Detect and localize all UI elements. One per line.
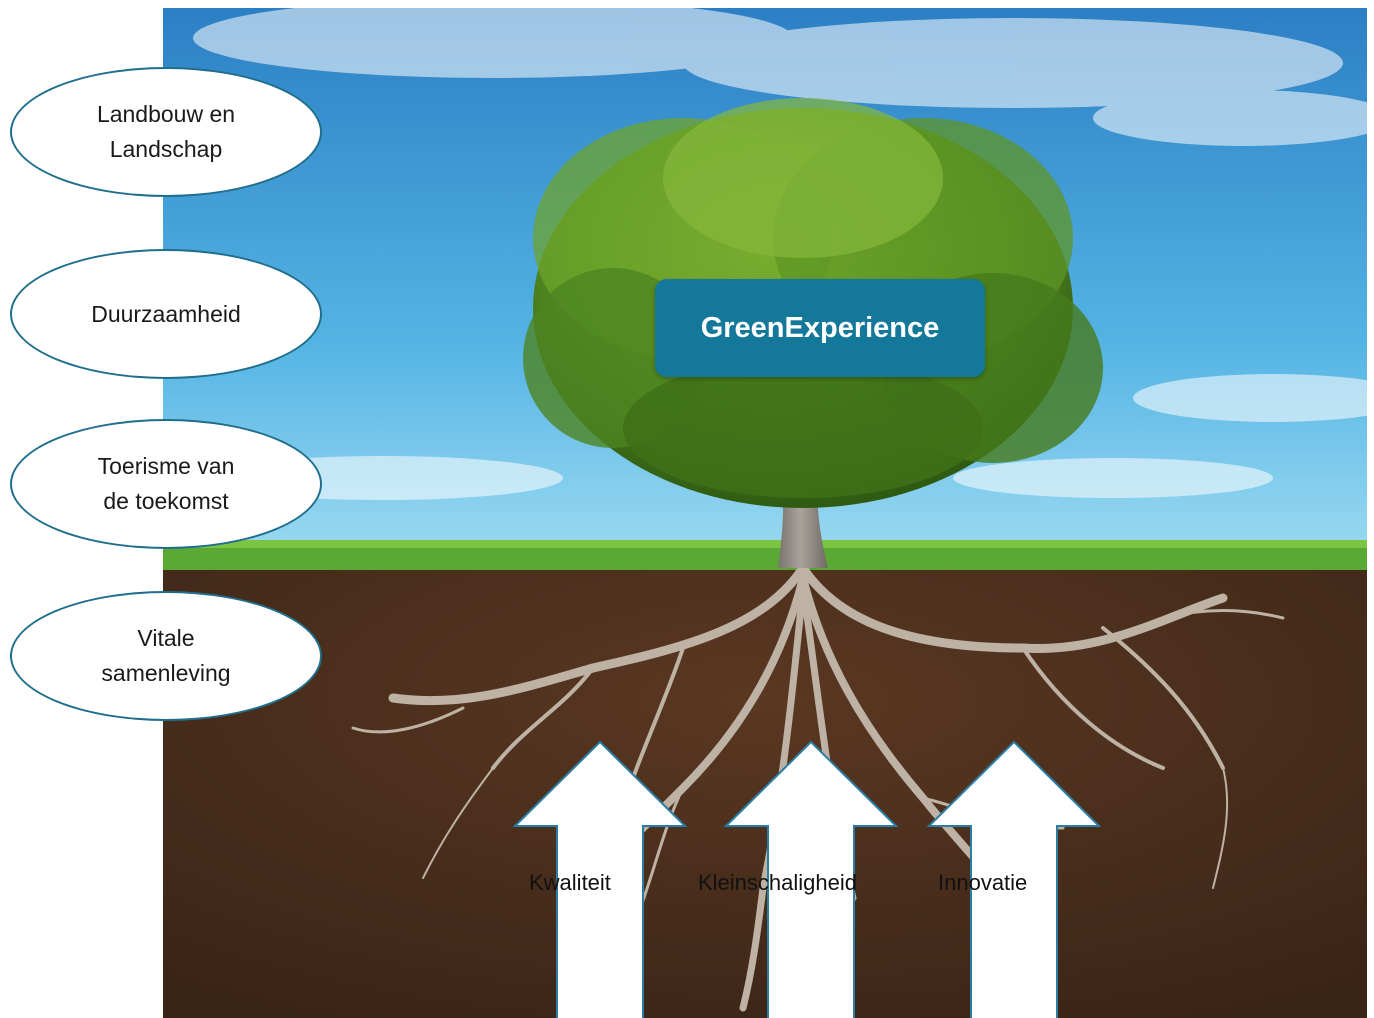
root-label-kwaliteit: Kwaliteit bbox=[529, 870, 611, 895]
pillar-toerisme: Toerisme van de toekomst bbox=[10, 419, 322, 549]
background-scene bbox=[163, 8, 1367, 1018]
page-title: GreenExperience bbox=[700, 311, 940, 344]
pillar-samenleving: Vitale samenleving bbox=[10, 591, 322, 721]
root-label-innovatie: Innovatie bbox=[938, 870, 1028, 895]
pillar-landbouw: Landbouw en Landschap bbox=[10, 67, 322, 197]
pillar-duurzaamheid: Duurzaamheid bbox=[10, 249, 322, 379]
arrow-kleinschaligheid bbox=[723, 740, 899, 1018]
root-label-kleinschaligheid: Kleinschaligheid bbox=[698, 870, 857, 895]
tree-illustration bbox=[163, 8, 1367, 1018]
arrow-kwaliteit bbox=[512, 740, 688, 1018]
arrow-innovatie bbox=[926, 740, 1102, 1018]
title-box: GreenExperience bbox=[655, 279, 985, 377]
arrows bbox=[512, 740, 1102, 1018]
